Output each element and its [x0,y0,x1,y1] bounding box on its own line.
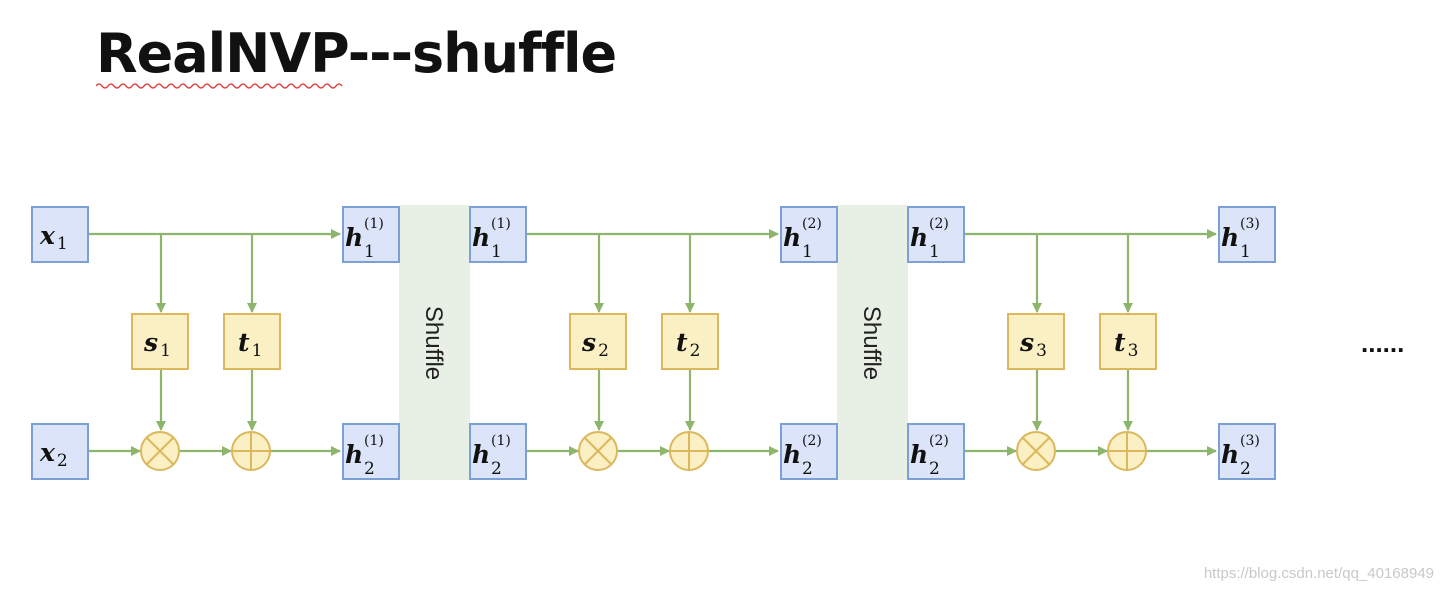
add-op-1 [231,431,271,471]
svg-text:1: 1 [1240,242,1251,262]
svg-text:x1: x1 [39,221,68,254]
svg-text:h: h [472,440,490,469]
continuation-ellipsis: ...... [1361,328,1404,358]
svg-text:(1): (1) [491,433,511,449]
svg-text:s1: s1 [143,328,171,361]
svg-text:x2: x2 [39,438,68,471]
node-h1-3: h (3) 1 [1218,206,1276,263]
page-title: RealNVP---shuffle [96,22,617,85]
node-h2-3: h (3) 2 [1218,423,1276,480]
node-h1-2-shuffled: h (2) 1 [907,206,965,263]
svg-text:2: 2 [929,459,940,479]
svg-text:h: h [910,223,928,252]
svg-text:s2: s2 [581,328,609,361]
svg-text:(1): (1) [364,216,384,232]
add-op-3 [1107,431,1147,471]
multiply-op-2 [578,431,618,471]
svg-text:h: h [910,440,928,469]
svg-text:1: 1 [364,242,375,262]
shuffle-label-1: Shuffle [420,306,447,380]
svg-text:(1): (1) [364,433,384,449]
node-h2-2: h (2) 2 [780,423,838,480]
node-h1-1: h (1) 1 [342,206,400,263]
svg-text:1: 1 [929,242,940,262]
svg-text:(1): (1) [491,216,511,232]
multiply-op-3 [1016,431,1056,471]
shuffle-band-1 [399,205,470,480]
svg-text:h: h [345,440,363,469]
svg-text:2: 2 [802,459,813,479]
multiply-op-1 [140,431,180,471]
svg-text:1: 1 [802,242,813,262]
svg-text:h: h [472,223,490,252]
svg-text:(2): (2) [802,216,822,232]
svg-text:(3): (3) [1240,433,1260,449]
svg-text:s3: s3 [1019,328,1047,361]
svg-text:(2): (2) [929,433,949,449]
svg-text:h: h [783,223,801,252]
add-op-2 [669,431,709,471]
svg-text:(2): (2) [929,216,949,232]
shuffle-band-2 [837,205,908,480]
shuffle-label-2: Shuffle [858,306,885,380]
svg-text:h: h [783,440,801,469]
node-h2-1-shuffled: h (1) 2 [469,423,527,480]
svg-text:(2): (2) [802,433,822,449]
svg-text:h: h [345,223,363,252]
node-h2-2-shuffled: h (2) 2 [907,423,965,480]
svg-text:2: 2 [364,459,375,479]
svg-text:1: 1 [491,242,502,262]
svg-text:(3): (3) [1240,216,1260,232]
watermark: https://blog.csdn.net/qq_40168949 [1203,565,1434,582]
spellcheck-underline [96,83,343,89]
svg-text:2: 2 [491,459,502,479]
svg-text:t1: t1 [238,328,262,361]
node-h2-1: h (1) 2 [342,423,400,480]
svg-text:t2: t2 [676,328,700,361]
svg-text:t3: t3 [1114,328,1138,361]
svg-text:h: h [1221,223,1239,252]
svg-text:h: h [1221,440,1239,469]
node-h1-1-shuffled: h (1) 1 [469,206,527,263]
node-h1-2: h (2) 1 [780,206,838,263]
svg-text:2: 2 [1240,459,1251,479]
